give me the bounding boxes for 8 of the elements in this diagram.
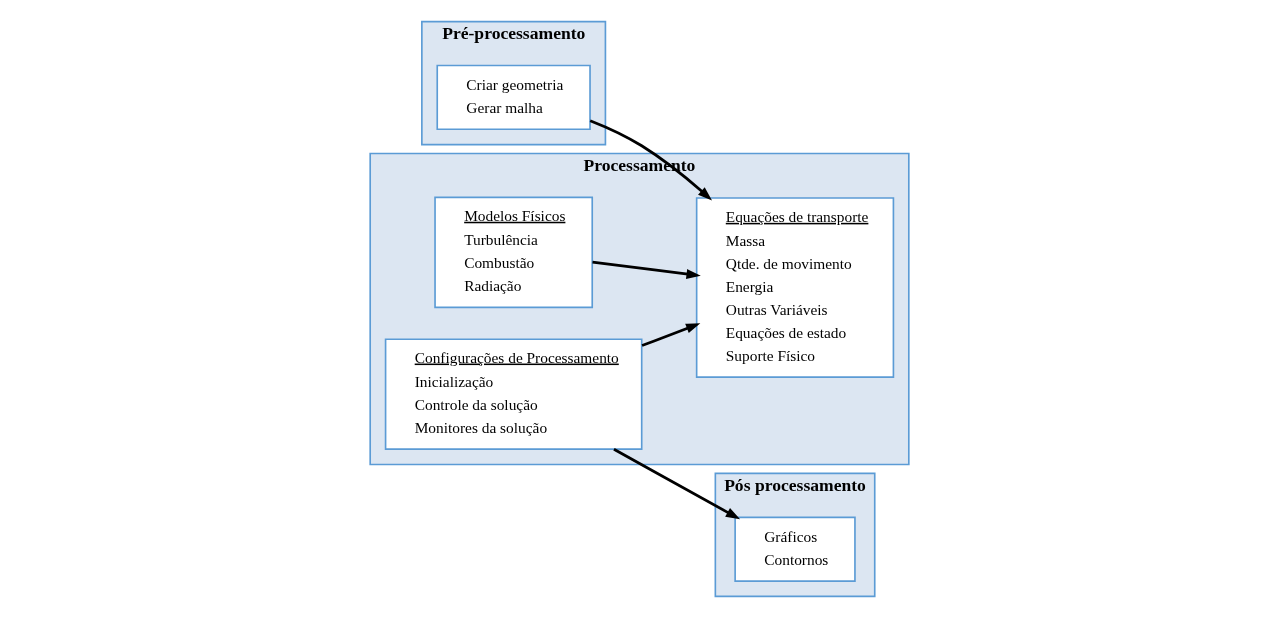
node-box: Equações de transporte Massa Qtde. de movimento Energia Outras Variáveis Equações de estado Suporte Físico (695, 197, 895, 378)
arrow (613, 448, 741, 520)
arrow (641, 323, 701, 347)
node-box: Configurações de Processamento Inicialização Controle da solução Monitores da solução (384, 338, 643, 450)
node-box: Criar geometria Gerar malha (436, 64, 591, 131)
node-box: Gráficos Contornos (734, 516, 856, 582)
node-box: Modelos Físicos Turbulência Combustão Radiação (434, 196, 594, 309)
arrow (592, 260, 701, 280)
